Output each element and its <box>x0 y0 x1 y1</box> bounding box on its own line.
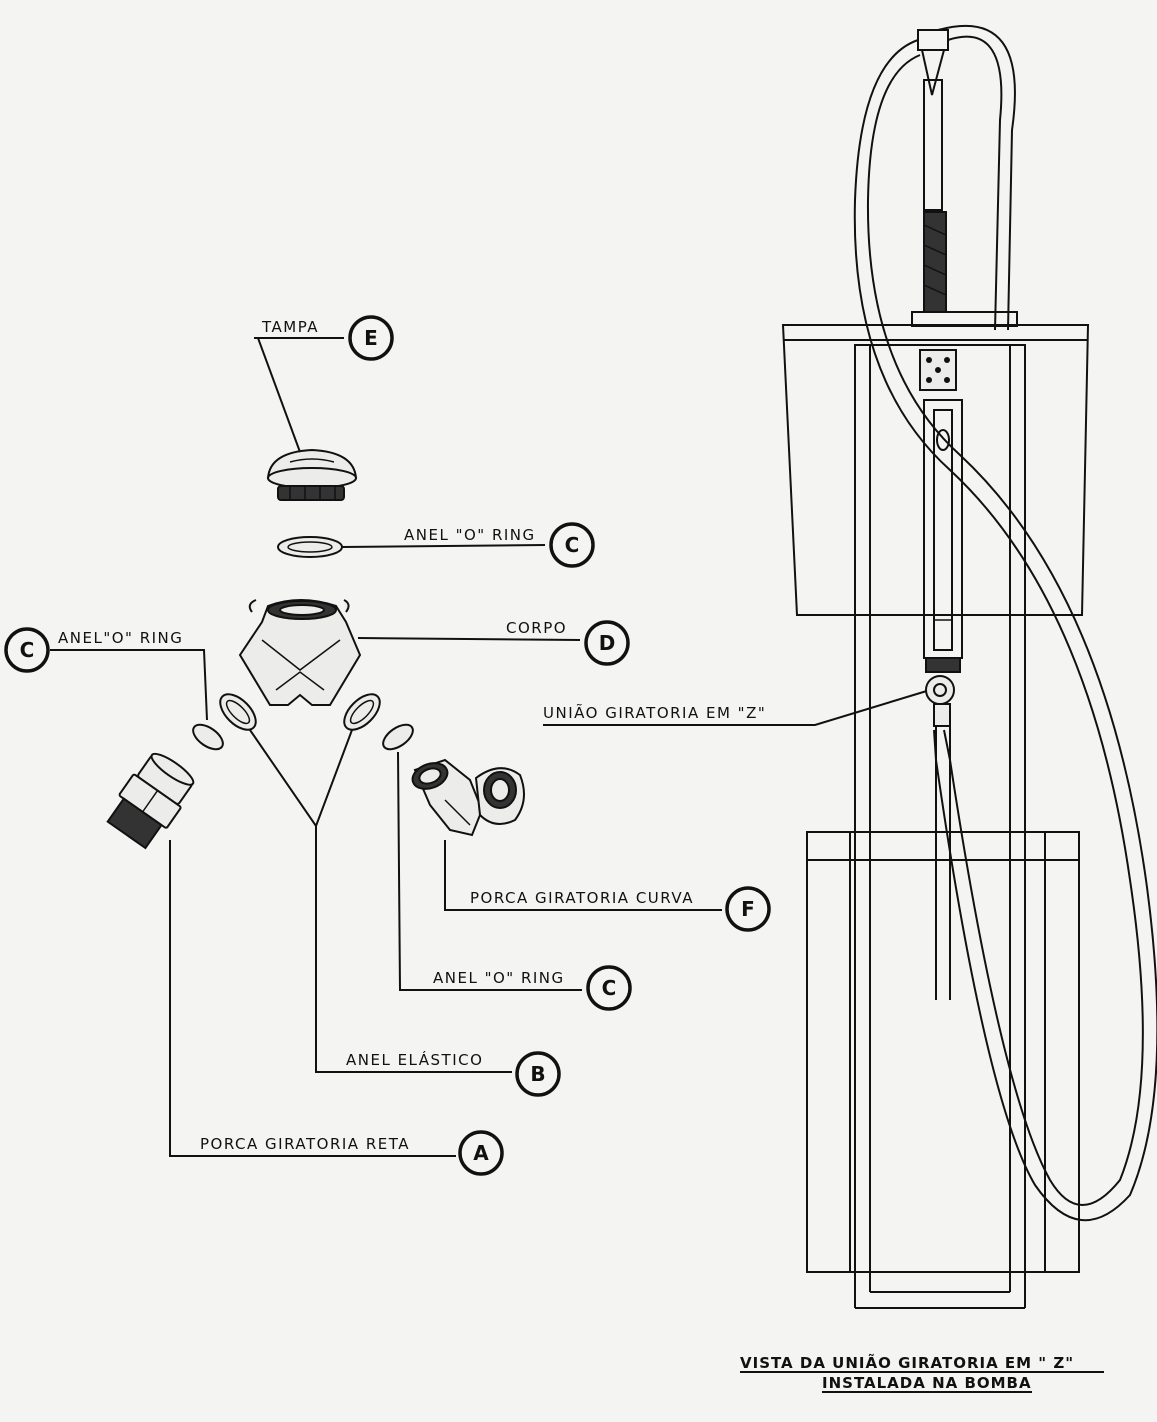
porca-reta-part <box>106 752 195 850</box>
svg-text:E: E <box>364 326 378 350</box>
label-anel-elastico: ANEL ELÁSTICO <box>346 1050 483 1069</box>
o-ring-left-part <box>192 723 224 751</box>
badge-a: A <box>458 1130 504 1176</box>
svg-text:C: C <box>20 638 35 662</box>
badge-f: F <box>725 886 771 932</box>
uniao-giratoria-z-part <box>925 675 955 727</box>
badge-c-bottom: C <box>586 965 632 1011</box>
o-ring-right-part <box>382 723 414 751</box>
anel-elastico-clips-part <box>219 693 381 731</box>
label-uniao-giratoria: UNIÃO GIRATORIA EM "Z" <box>543 703 766 722</box>
badge-d: D <box>584 620 630 666</box>
badge-b: B <box>515 1051 561 1097</box>
label-anel-o-ring-top: ANEL "O" RING <box>404 526 536 544</box>
fuel-pump-drawing <box>781 24 1157 1309</box>
label-anel-o-ring-bottom: ANEL "O" RING <box>433 969 565 987</box>
caption-line-1: VISTA DA UNIÃO GIRATORIA EM " Z" <box>740 1353 1074 1372</box>
label-corpo: CORPO <box>506 619 567 637</box>
svg-text:C: C <box>565 533 580 557</box>
label-porca-curva: PORCA GIRATORIA CURVA <box>470 889 694 907</box>
svg-text:B: B <box>530 1062 545 1086</box>
tampa-cap-part <box>266 448 358 501</box>
caption-line-2: INSTALADA NA BOMBA <box>822 1374 1032 1392</box>
porca-curva-part <box>411 758 525 837</box>
badge-c-left: C <box>4 627 50 673</box>
svg-text:C: C <box>602 976 617 1000</box>
badge-c-top: C <box>549 522 595 568</box>
label-porca-reta: PORCA GIRATORIA RETA <box>200 1135 410 1153</box>
label-tampa: TAMPA <box>261 318 319 336</box>
svg-text:F: F <box>741 897 755 921</box>
svg-text:D: D <box>599 631 616 655</box>
badge-e: E <box>348 315 394 361</box>
label-anel-o-ring-left: ANEL"O" RING <box>58 629 183 647</box>
svg-text:A: A <box>473 1141 489 1165</box>
corpo-body-part <box>238 599 362 706</box>
leader-lines <box>50 337 931 1157</box>
